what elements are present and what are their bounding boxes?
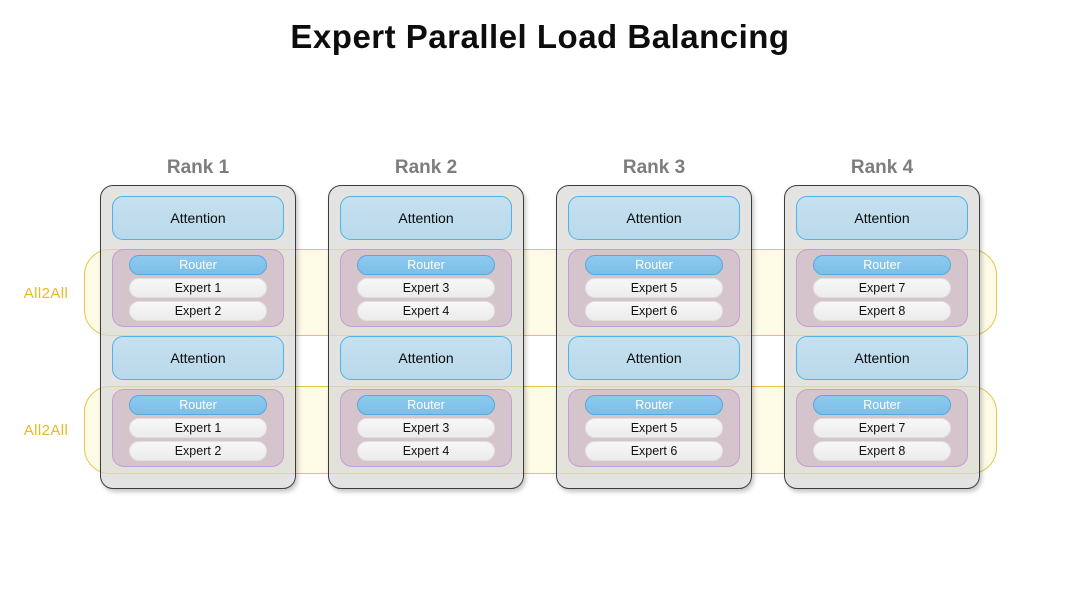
expert-block: Expert 4 bbox=[357, 301, 495, 321]
attention-block: Attention bbox=[796, 336, 968, 380]
rank-column-2: Rank 2 Attention Router Expert 3 Expert … bbox=[328, 157, 524, 489]
rank-card-1: Attention Router Expert 1 Expert 2 Atten… bbox=[100, 185, 296, 489]
attention-block: Attention bbox=[340, 336, 512, 380]
router-block: Router bbox=[813, 395, 951, 415]
moe-block: Router Expert 7 Expert 8 bbox=[796, 389, 968, 467]
moe-block: Router Expert 5 Expert 6 bbox=[568, 389, 740, 467]
attention-block: Attention bbox=[796, 196, 968, 240]
expert-block: Expert 1 bbox=[129, 418, 267, 438]
moe-block: Router Expert 3 Expert 4 bbox=[340, 249, 512, 327]
rank-card-2: Attention Router Expert 3 Expert 4 Atten… bbox=[328, 185, 524, 489]
all2all-label-2: All2All bbox=[23, 422, 69, 439]
expert-block: Expert 3 bbox=[357, 418, 495, 438]
expert-block: Expert 5 bbox=[585, 418, 723, 438]
rank-card-4: Attention Router Expert 7 Expert 8 Atten… bbox=[784, 185, 980, 489]
rank-card-3: Attention Router Expert 5 Expert 6 Atten… bbox=[556, 185, 752, 489]
expert-block: Expert 1 bbox=[129, 278, 267, 298]
router-block: Router bbox=[129, 255, 267, 275]
moe-block: Router Expert 7 Expert 8 bbox=[796, 249, 968, 327]
router-block: Router bbox=[357, 395, 495, 415]
expert-block: Expert 2 bbox=[129, 441, 267, 461]
all2all-label-1: All2All bbox=[23, 285, 69, 302]
router-block: Router bbox=[813, 255, 951, 275]
attention-block: Attention bbox=[340, 196, 512, 240]
expert-block: Expert 8 bbox=[813, 301, 951, 321]
router-block: Router bbox=[585, 255, 723, 275]
moe-block: Router Expert 1 Expert 2 bbox=[112, 249, 284, 327]
expert-block: Expert 7 bbox=[813, 278, 951, 298]
attention-block: Attention bbox=[568, 336, 740, 380]
attention-block: Attention bbox=[112, 196, 284, 240]
attention-block: Attention bbox=[112, 336, 284, 380]
router-block: Router bbox=[357, 255, 495, 275]
expert-block: Expert 2 bbox=[129, 301, 267, 321]
expert-block: Expert 3 bbox=[357, 278, 495, 298]
rank-header-1: Rank 1 bbox=[166, 157, 230, 178]
moe-block: Router Expert 3 Expert 4 bbox=[340, 389, 512, 467]
expert-block: Expert 8 bbox=[813, 441, 951, 461]
moe-block: Router Expert 5 Expert 6 bbox=[568, 249, 740, 327]
attention-block: Attention bbox=[568, 196, 740, 240]
expert-block: Expert 5 bbox=[585, 278, 723, 298]
rank-header-3: Rank 3 bbox=[622, 157, 686, 178]
rank-column-3: Rank 3 Attention Router Expert 5 Expert … bbox=[556, 157, 752, 489]
expert-block: Expert 7 bbox=[813, 418, 951, 438]
router-block: Router bbox=[129, 395, 267, 415]
router-block: Router bbox=[585, 395, 723, 415]
moe-block: Router Expert 1 Expert 2 bbox=[112, 389, 284, 467]
expert-block: Expert 6 bbox=[585, 301, 723, 321]
rank-header-2: Rank 2 bbox=[394, 157, 458, 178]
rank-column-1: Rank 1 Attention Router Expert 1 Expert … bbox=[100, 157, 296, 489]
expert-block: Expert 6 bbox=[585, 441, 723, 461]
rank-header-4: Rank 4 bbox=[850, 157, 914, 178]
rank-column-4: Rank 4 Attention Router Expert 7 Expert … bbox=[784, 157, 980, 489]
expert-block: Expert 4 bbox=[357, 441, 495, 461]
page-title: Expert Parallel Load Balancing bbox=[290, 18, 790, 55]
